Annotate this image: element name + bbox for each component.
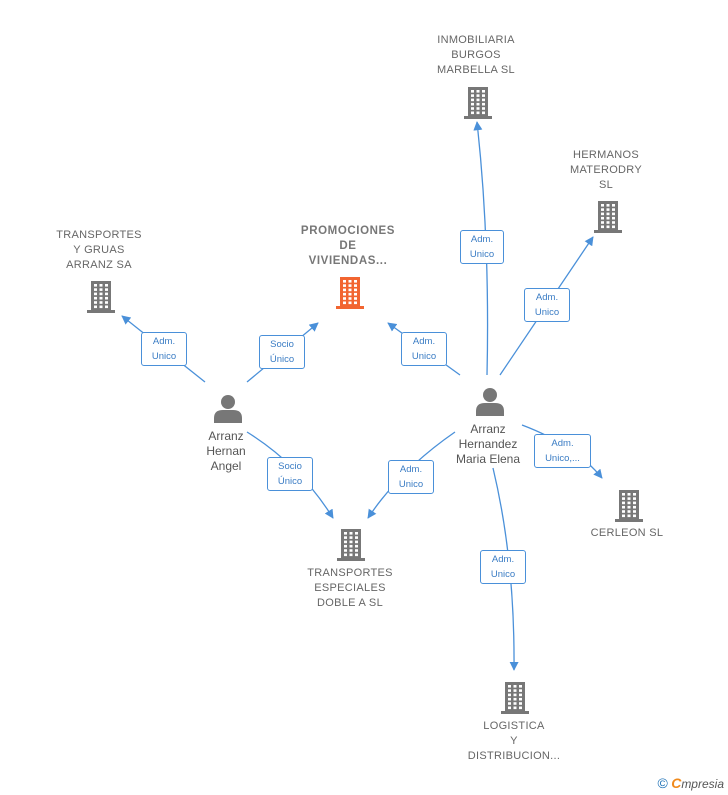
- edge-label-promo-hernan[interactable]: Socio Único: [259, 335, 305, 369]
- brand-name: mpresia: [681, 777, 724, 791]
- company-label-hermanos[interactable]: HERMANOS MATERODRY SL: [570, 149, 642, 191]
- building-icon[interactable]: [612, 487, 646, 523]
- building-icon[interactable]: [333, 274, 367, 310]
- empresia-logo: © Cmpresia: [658, 775, 724, 791]
- person-label-hernan[interactable]: Arranz Hernan Angel: [206, 429, 246, 473]
- building-icon[interactable]: [461, 84, 495, 120]
- company-label-transportes-gruas[interactable]: TRANSPORTES Y GRUAS ARRANZ SA: [56, 229, 142, 271]
- company-label-promociones[interactable]: PROMOCIONES DE VIVIENDAS...: [300, 225, 396, 267]
- brand-initial: C: [671, 775, 682, 791]
- company-label-inmobiliaria[interactable]: INMOBILIARIA BURGOS MARBELLA SL: [437, 34, 515, 76]
- person-label-elena[interactable]: Arranz Hernandez Maria Elena: [455, 422, 521, 466]
- edge-label-inmobiliaria[interactable]: Adm. Unico: [460, 230, 504, 264]
- person-icon[interactable]: [213, 393, 243, 423]
- company-label-transportes-especiales[interactable]: TRANSPORTES ESPECIALES DOBLE A SL: [307, 567, 393, 609]
- edge-label-promo-elena[interactable]: Adm. Unico: [401, 332, 447, 366]
- edge-label-gruas[interactable]: Adm. Unico: [141, 332, 187, 366]
- edge-label-hermanos[interactable]: Adm. Unico: [524, 288, 570, 322]
- edge-label-logistica[interactable]: Adm. Unico: [480, 550, 526, 584]
- edge-label-esp-elena[interactable]: Adm. Unico: [388, 460, 434, 494]
- building-icon[interactable]: [498, 679, 532, 715]
- building-icon[interactable]: [84, 278, 118, 314]
- building-icon[interactable]: [334, 526, 368, 562]
- building-icon[interactable]: [591, 198, 625, 234]
- edge-label-esp-hernan[interactable]: Socio Único: [267, 457, 313, 491]
- company-label-cerleon[interactable]: CERLEON SL: [590, 527, 664, 539]
- company-label-logistica[interactable]: LOGISTICA Y DISTRIBUCION...: [467, 720, 561, 762]
- person-icon[interactable]: [475, 386, 505, 416]
- copyright-icon: ©: [657, 775, 668, 791]
- edge-label-cerleon[interactable]: Adm. Unico,...: [534, 434, 591, 468]
